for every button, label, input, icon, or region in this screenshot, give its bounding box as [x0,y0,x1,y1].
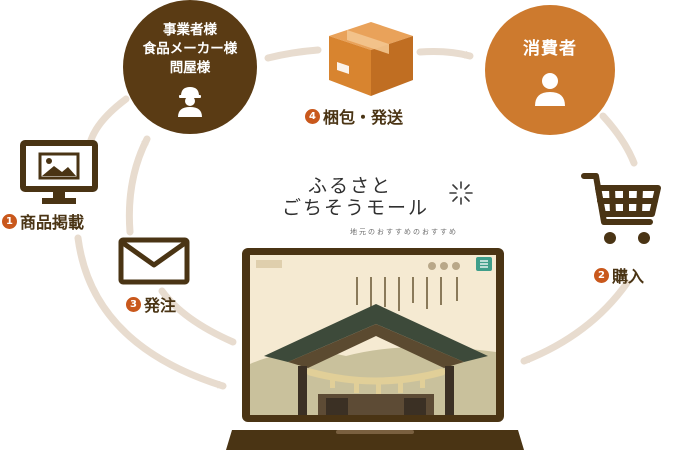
step-1-text: 商品掲載 [20,213,85,232]
supplier-labels: 事業者様 食品メーカー様 問屋様 [143,21,238,78]
laptop-icon [226,248,524,450]
arrow-consumer-to-cart [599,112,638,167]
step-3-label: 3 発注 [126,292,176,316]
step-3-text: 発注 [144,296,177,315]
person-icon [535,72,565,106]
arrow-supplier-to-monitor [87,95,130,144]
supplier-line-2: 食品メーカー様 [142,40,238,57]
step-4-badge: 4 [305,108,320,124]
step-4-text: 梱包・発送 [323,108,404,127]
step-2-text: 購入 [612,267,645,286]
arrow-box-to-consumer [416,48,474,60]
arrow-supplier-to-box [264,46,322,62]
step-2-label: 2 購入 [594,263,644,287]
envelope-icon [118,237,190,285]
worker-person-icon [178,86,202,117]
step-4-label: 4 梱包・発送 [305,104,403,128]
monitor-icon [20,140,98,204]
cart-icon [581,173,661,244]
consumer-node: 消費者 [485,5,615,135]
arrow-envelope-to-supplier [125,135,151,236]
mall-logo: ふるさと ごちそうモール 地元のおすすめのおすすめ [272,175,482,245]
sparkle-icon [449,181,473,205]
logo-line-2: ごちそうモール [282,197,430,219]
supplier-node: 事業者様 食品メーカー様 問屋様 [123,0,257,134]
consumer-label: 消費者 [523,38,577,59]
arrow-monitor-to-laptop [74,234,227,390]
step-3-badge: 3 [126,296,141,312]
logo-line-1: ふるさと [308,175,393,197]
step-1-badge: 1 [2,213,17,229]
step-1-label: 1 商品掲載 [2,209,84,233]
supplier-line-3: 問屋様 [169,59,211,76]
arrow-cart-to-laptop [520,279,631,365]
logo-subtitle: 地元のおすすめのおすすめ [350,228,458,236]
box-icon [329,22,413,96]
arrow-laptop-to-envelope [158,287,237,346]
supplier-line-1: 事業者様 [163,21,217,38]
step-2-badge: 2 [594,267,609,283]
